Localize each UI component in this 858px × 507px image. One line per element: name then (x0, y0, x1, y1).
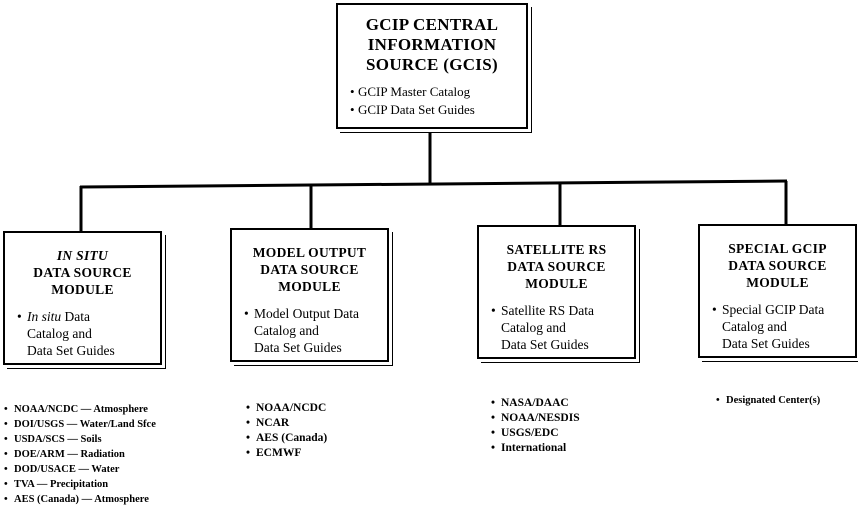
module-title-line: DATA SOURCE (33, 265, 132, 280)
module-item-line: Model Output Data (254, 306, 359, 321)
module-title-line: MODULE (51, 282, 114, 297)
source-item: DOE/ARM — Radiation (4, 447, 156, 462)
source-list-satellite-rs: NASA/DAAC NOAA/NESDIS USGS/EDC Internati… (491, 396, 580, 456)
module-title: MODEL OUTPUT DATA SOURCE MODULE (232, 244, 387, 295)
module-box-model-output: MODEL OUTPUT DATA SOURCE MODULE Model Ou… (230, 228, 389, 362)
module-box-special-gcip: SPECIAL GCIP DATA SOURCE MODULE Special … (698, 224, 857, 358)
module-box-satellite-rs: SATELLITE RS DATA SOURCE MODULE Satellit… (477, 225, 636, 359)
module-item-line: Catalog and (722, 319, 787, 334)
source-item: USGS/EDC (491, 426, 580, 441)
module-title-line: DATA SOURCE (507, 259, 606, 274)
source-list-model-output: NOAA/NCDC NCAR AES (Canada) ECMWF (246, 401, 327, 461)
source-item: NOAA/NCDC (246, 401, 327, 416)
module-item-line: Data Set Guides (27, 343, 115, 358)
root-item: GCIP Master Catalog (348, 83, 526, 101)
module-item-line: Satellite RS Data (501, 303, 594, 318)
root-title-line: INFORMATION (367, 35, 497, 54)
module-title-line: MODULE (278, 279, 341, 294)
root-title-line: SOURCE (GCIS) (366, 55, 498, 74)
source-item: NCAR (246, 416, 327, 431)
module-title: SATELLITE RS DATA SOURCE MODULE (479, 241, 634, 292)
source-item: DOD/USACE — Water (4, 462, 156, 477)
source-list-special-gcip: Designated Center(s) (716, 393, 820, 408)
source-item: NASA/DAAC (491, 396, 580, 411)
module-title-line: DATA SOURCE (728, 258, 827, 273)
root-item-list: GCIP Master Catalog GCIP Data Set Guides (348, 83, 526, 119)
source-item: AES (Canada) — Atmosphere (4, 492, 156, 507)
module-box-in-situ: IN SITU DATA SOURCE MODULE In situ DataC… (3, 231, 162, 365)
module-item-line: Special GCIP Data (722, 302, 825, 317)
source-item: NOAA/NCDC — Atmosphere (4, 402, 156, 417)
module-item-line: Catalog and (27, 326, 92, 341)
module-title-line: DATA SOURCE (260, 262, 359, 277)
module-item-line: Data Set Guides (501, 337, 589, 352)
source-item: NOAA/NESDIS (491, 411, 580, 426)
root-title-line: GCIP CENTRAL (365, 15, 499, 34)
root-title: GCIP CENTRAL INFORMATION SOURCE (GCIS) (338, 15, 526, 75)
root-item: GCIP Data Set Guides (348, 101, 526, 119)
module-title-line: MODULE (746, 275, 809, 290)
source-item: TVA — Precipitation (4, 477, 156, 492)
module-item-line: In situ Data (27, 309, 90, 324)
module-title: SPECIAL GCIP DATA SOURCE MODULE (700, 240, 855, 291)
source-item: USDA/SCS — Soils (4, 432, 156, 447)
module-title-line: SPECIAL GCIP (728, 241, 827, 256)
module-item-line: Catalog and (501, 320, 566, 335)
module-item-line: Catalog and (254, 323, 319, 338)
module-title-line: IN SITU (56, 248, 109, 263)
italic-term: In situ (27, 309, 62, 324)
source-item: ECMWF (246, 446, 327, 461)
source-item: AES (Canada) (246, 431, 327, 446)
source-item: Designated Center(s) (716, 393, 820, 408)
gcis-root-box: GCIP CENTRAL INFORMATION SOURCE (GCIS) G… (336, 3, 528, 129)
module-title: IN SITU DATA SOURCE MODULE (5, 247, 160, 298)
module-item-line: Data Set Guides (722, 336, 810, 351)
module-title-line: MODEL OUTPUT (252, 245, 367, 260)
module-title-line: MODULE (525, 276, 588, 291)
source-item: DOI/USGS — Water/Land Sfce (4, 417, 156, 432)
source-list-in-situ: NOAA/NCDC — Atmosphere DOI/USGS — Water/… (4, 402, 156, 507)
horizontal-bus (79, 179, 788, 189)
module-item-line: Data Set Guides (254, 340, 342, 355)
source-item: International (491, 441, 580, 456)
module-title-line: SATELLITE RS (506, 242, 607, 257)
